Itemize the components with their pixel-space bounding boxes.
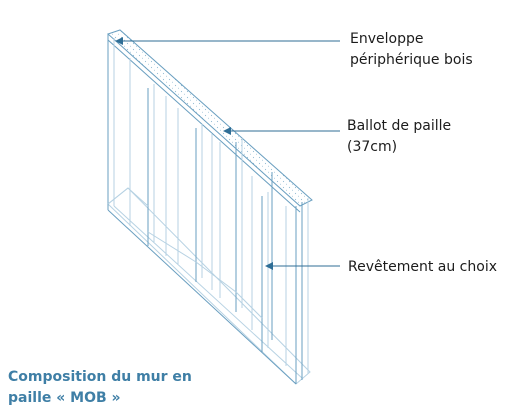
end-posts: [107, 34, 309, 384]
caption-line2: paille « MOB »: [8, 390, 121, 406]
straw-bale-label-line1: Ballot de paille: [347, 118, 452, 134]
leader-arrows: [115, 37, 340, 270]
envelope-label: Enveloppe périphérique bois: [350, 29, 473, 71]
wall-studs: [147, 84, 273, 352]
caption-line1: Composition du mur en: [8, 369, 192, 385]
base-blocking: [107, 187, 263, 319]
envelope-label-line1: Enveloppe: [350, 31, 424, 47]
top-edge-band: [107, 29, 313, 213]
straw-bale-lines: [129, 58, 287, 366]
envelope-label-line2: périphérique bois: [350, 52, 473, 68]
figure-caption: Composition du mur en paille « MOB »: [8, 367, 192, 409]
straw-bale-label-line2: (37cm): [347, 139, 398, 155]
bottom-edge: [107, 187, 311, 385]
cladding-label-line1: Revêtement au choix: [348, 259, 497, 275]
cladding-label: Revêtement au choix: [348, 257, 497, 278]
straw-bale-label: Ballot de paille (37cm): [347, 116, 451, 158]
